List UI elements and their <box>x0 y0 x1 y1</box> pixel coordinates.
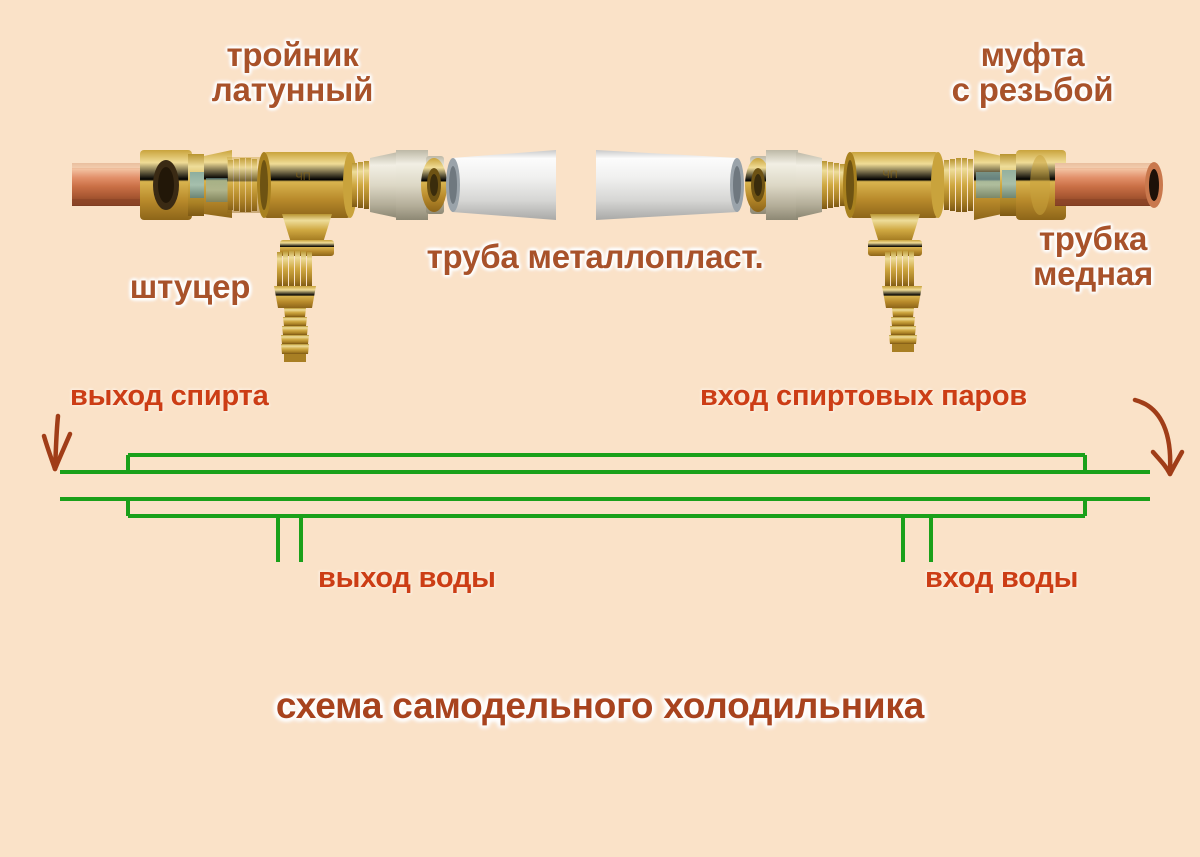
compression-fitting-left <box>140 150 260 220</box>
compression-fitting-right <box>944 150 1066 220</box>
label-alcohol-outlet: выход спирта <box>70 380 269 412</box>
metalplastic-pipe-a <box>446 150 556 220</box>
brass-tee-right: ЧП <box>843 152 945 256</box>
hose-barb-right <box>882 250 922 352</box>
arrow-alcohol-outlet <box>41 413 73 472</box>
label-water-outlet: выход воды <box>318 562 496 594</box>
hose-barb-left <box>274 250 316 362</box>
metalplastic-pipe-b <box>596 150 744 220</box>
copper-tube-right <box>1055 162 1163 208</box>
svg-text:ЧП: ЧП <box>882 169 897 181</box>
fittings-photo-row: ЧП <box>72 150 1163 362</box>
diagram-caption: схема самодельного холодильника <box>275 685 925 726</box>
union-nut-right <box>745 150 845 220</box>
label-water-inlet: вход воды <box>925 562 1079 594</box>
label-copper-tube: трубка медная <box>1032 220 1154 292</box>
label-hose-barb: штуцер <box>129 268 251 305</box>
arrow-vapor-inlet <box>1132 397 1185 477</box>
schematic-green-lines <box>60 453 1150 562</box>
label-vapor-inlet: вход спиртовых паров <box>700 380 1028 412</box>
label-pipe-metalplast: труба металлопласт. <box>426 238 764 275</box>
svg-text:ЧП: ЧП <box>295 171 310 183</box>
label-tee-brass: тройник латунный <box>211 36 374 108</box>
union-nut-left <box>352 150 447 220</box>
brass-tee-left: ЧП <box>257 152 357 256</box>
label-coupling-thread: муфта с резьбой <box>951 36 1114 108</box>
